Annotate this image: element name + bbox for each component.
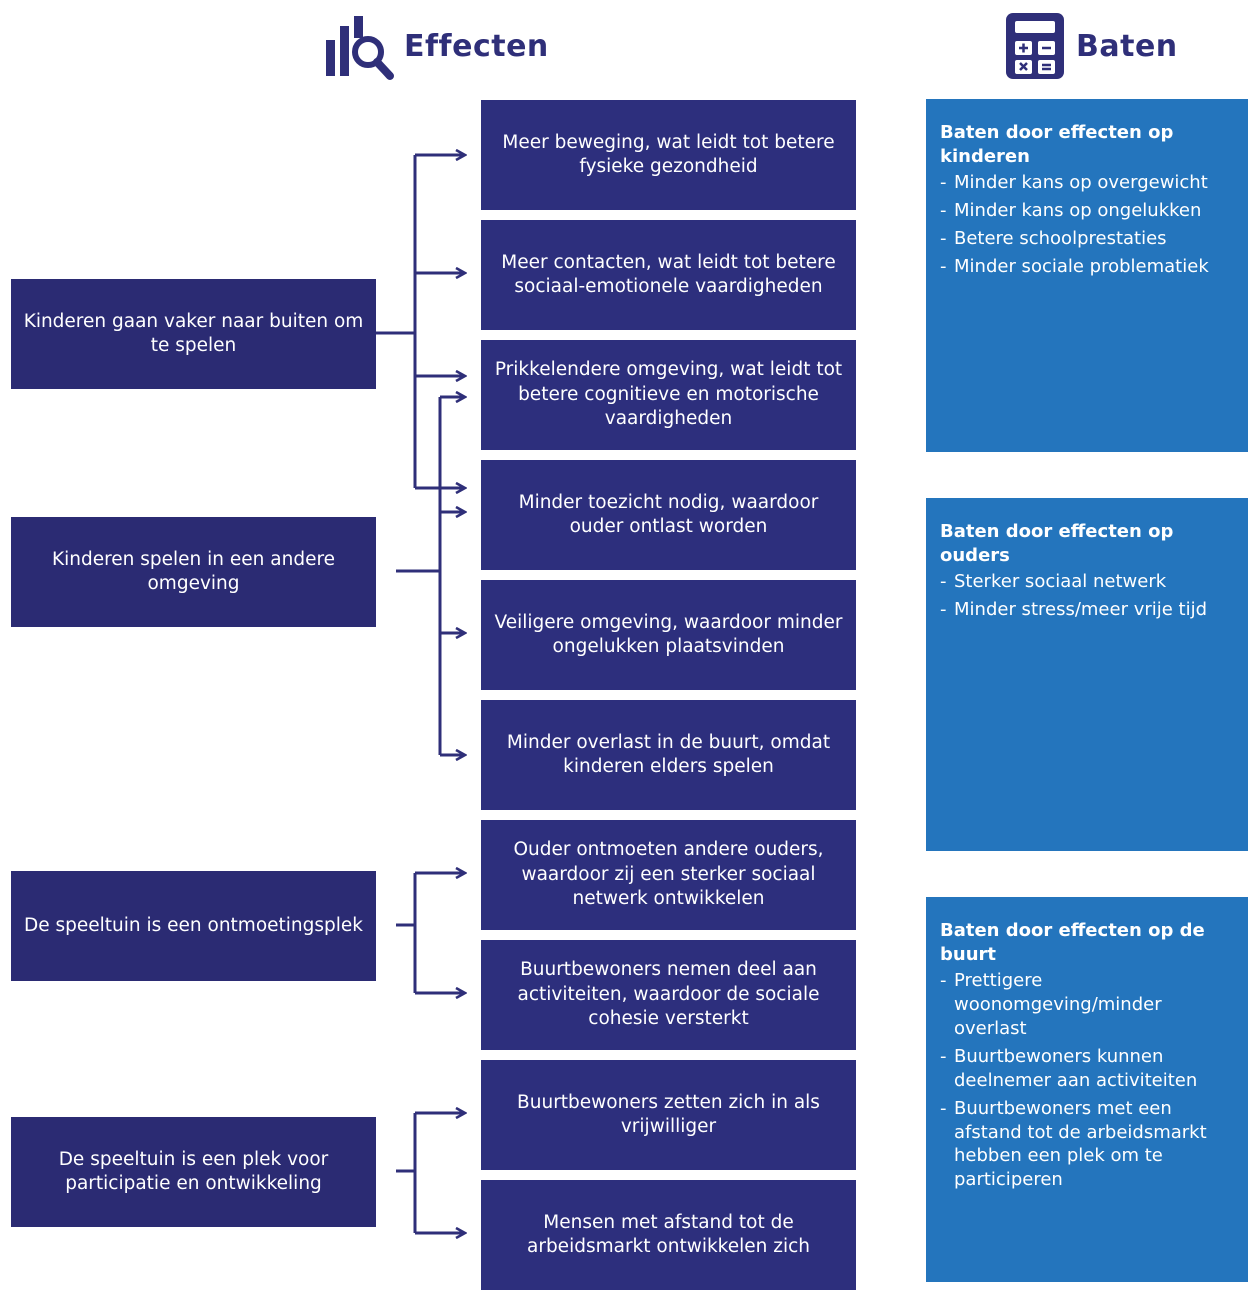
list-item: Buurtbewoners met een afstand tot de arb… xyxy=(940,1097,1236,1193)
cause-box: De speeltuin is een plek voor participat… xyxy=(11,1117,376,1227)
effect-label: Buurtbewoners nemen deel aan activiteite… xyxy=(517,959,820,1030)
effect-box: Buurtbewoners nemen deel aan activiteite… xyxy=(481,940,856,1050)
benefits-neighbourhood-list: Prettigere woonomgeving/minder overlast … xyxy=(940,969,1236,1192)
benefits-children-title: Baten door effecten op kinderen xyxy=(940,122,1174,167)
benefits-title: Baten xyxy=(1076,28,1178,64)
effect-label: Prikkelendere omgeving, wat leidt tot be… xyxy=(494,359,843,430)
benefits-parents-title: Baten door effecten op ouders xyxy=(940,521,1174,566)
effect-box: Meer contacten, wat leidt tot betere soc… xyxy=(481,220,856,330)
list-item: Buurtbewoners kunnen deelnemer aan activ… xyxy=(940,1045,1236,1093)
cause-box: Kinderen gaan vaker naar buiten om te sp… xyxy=(11,279,376,389)
calculator-icon xyxy=(1004,11,1066,81)
effect-label: Meer contacten, wat leidt tot betere soc… xyxy=(501,251,836,297)
effect-label: Veiligere omgeving, waardoor minder onge… xyxy=(494,611,843,657)
benefits-parents-list: Sterker sociaal netwerk Minder stress/me… xyxy=(940,570,1236,622)
list-item: Minder stress/meer vrije tijd xyxy=(940,598,1236,622)
effect-box: Minder overlast in de buurt, omdat kinde… xyxy=(481,700,856,810)
effect-label: Mensen met afstand tot de arbeidsmarkt o… xyxy=(527,1211,810,1257)
list-item: Minder sociale problematiek xyxy=(940,255,1236,279)
list-item: Minder kans op ongelukken xyxy=(940,199,1236,223)
effect-label: Buurtbewoners zetten zich in als vrijwil… xyxy=(517,1091,820,1137)
cause-label: De speeltuin is een ontmoetingsplek xyxy=(23,914,364,936)
list-item: Betere schoolprestaties xyxy=(940,227,1236,251)
cause-box: Kinderen spelen in een andere omgeving xyxy=(11,517,376,627)
effects-title: Effecten xyxy=(404,28,549,64)
list-item: Prettigere woonomgeving/minder overlast xyxy=(940,969,1236,1041)
effect-label: Meer beweging, wat leidt tot betere fysi… xyxy=(502,131,835,177)
list-item: Minder kans op overgewicht xyxy=(940,171,1236,195)
benefits-parents-panel: Baten door effecten op ouders Sterker so… xyxy=(926,498,1248,851)
magnifier-chart-icon xyxy=(322,12,394,80)
benefits-header: Baten xyxy=(1004,10,1178,82)
cause-label: Kinderen gaan vaker naar buiten om te sp… xyxy=(23,310,364,356)
effect-label: Minder toezicht nodig, waardoor ouder on… xyxy=(518,491,819,537)
effects-header: Effecten xyxy=(322,12,549,80)
effect-label: Minder overlast in de buurt, omdat kinde… xyxy=(506,731,831,777)
effect-box: Prikkelendere omgeving, wat leidt tot be… xyxy=(481,340,856,450)
cause-label: Kinderen spelen in een andere omgeving xyxy=(51,548,336,594)
effect-box: Veiligere omgeving, waardoor minder onge… xyxy=(481,580,856,690)
effect-box: Ouder ontmoeten andere ouders, waardoor … xyxy=(481,820,856,930)
effect-box: Minder toezicht nodig, waardoor ouder on… xyxy=(481,460,856,570)
effect-label: Ouder ontmoeten andere ouders, waardoor … xyxy=(513,839,824,910)
cause-box: De speeltuin is een ontmoetingsplek xyxy=(11,871,376,981)
benefits-neighbourhood-panel: Baten door effecten op de buurt Prettige… xyxy=(926,897,1248,1282)
effect-box: Buurtbewoners zetten zich in als vrijwil… xyxy=(481,1060,856,1170)
list-item: Sterker sociaal netwerk xyxy=(940,570,1236,594)
benefits-children-panel: Baten door effecten op kinderen Minder k… xyxy=(926,99,1248,452)
benefits-children-list: Minder kans op overgewicht Minder kans o… xyxy=(940,171,1236,279)
benefits-neighbourhood-title: Baten door effecten op de buurt xyxy=(940,920,1205,965)
cause-label: De speeltuin is een plek voor participat… xyxy=(58,1148,329,1194)
effect-box: Mensen met afstand tot de arbeidsmarkt o… xyxy=(481,1180,856,1290)
effect-box: Meer beweging, wat leidt tot betere fysi… xyxy=(481,100,856,210)
